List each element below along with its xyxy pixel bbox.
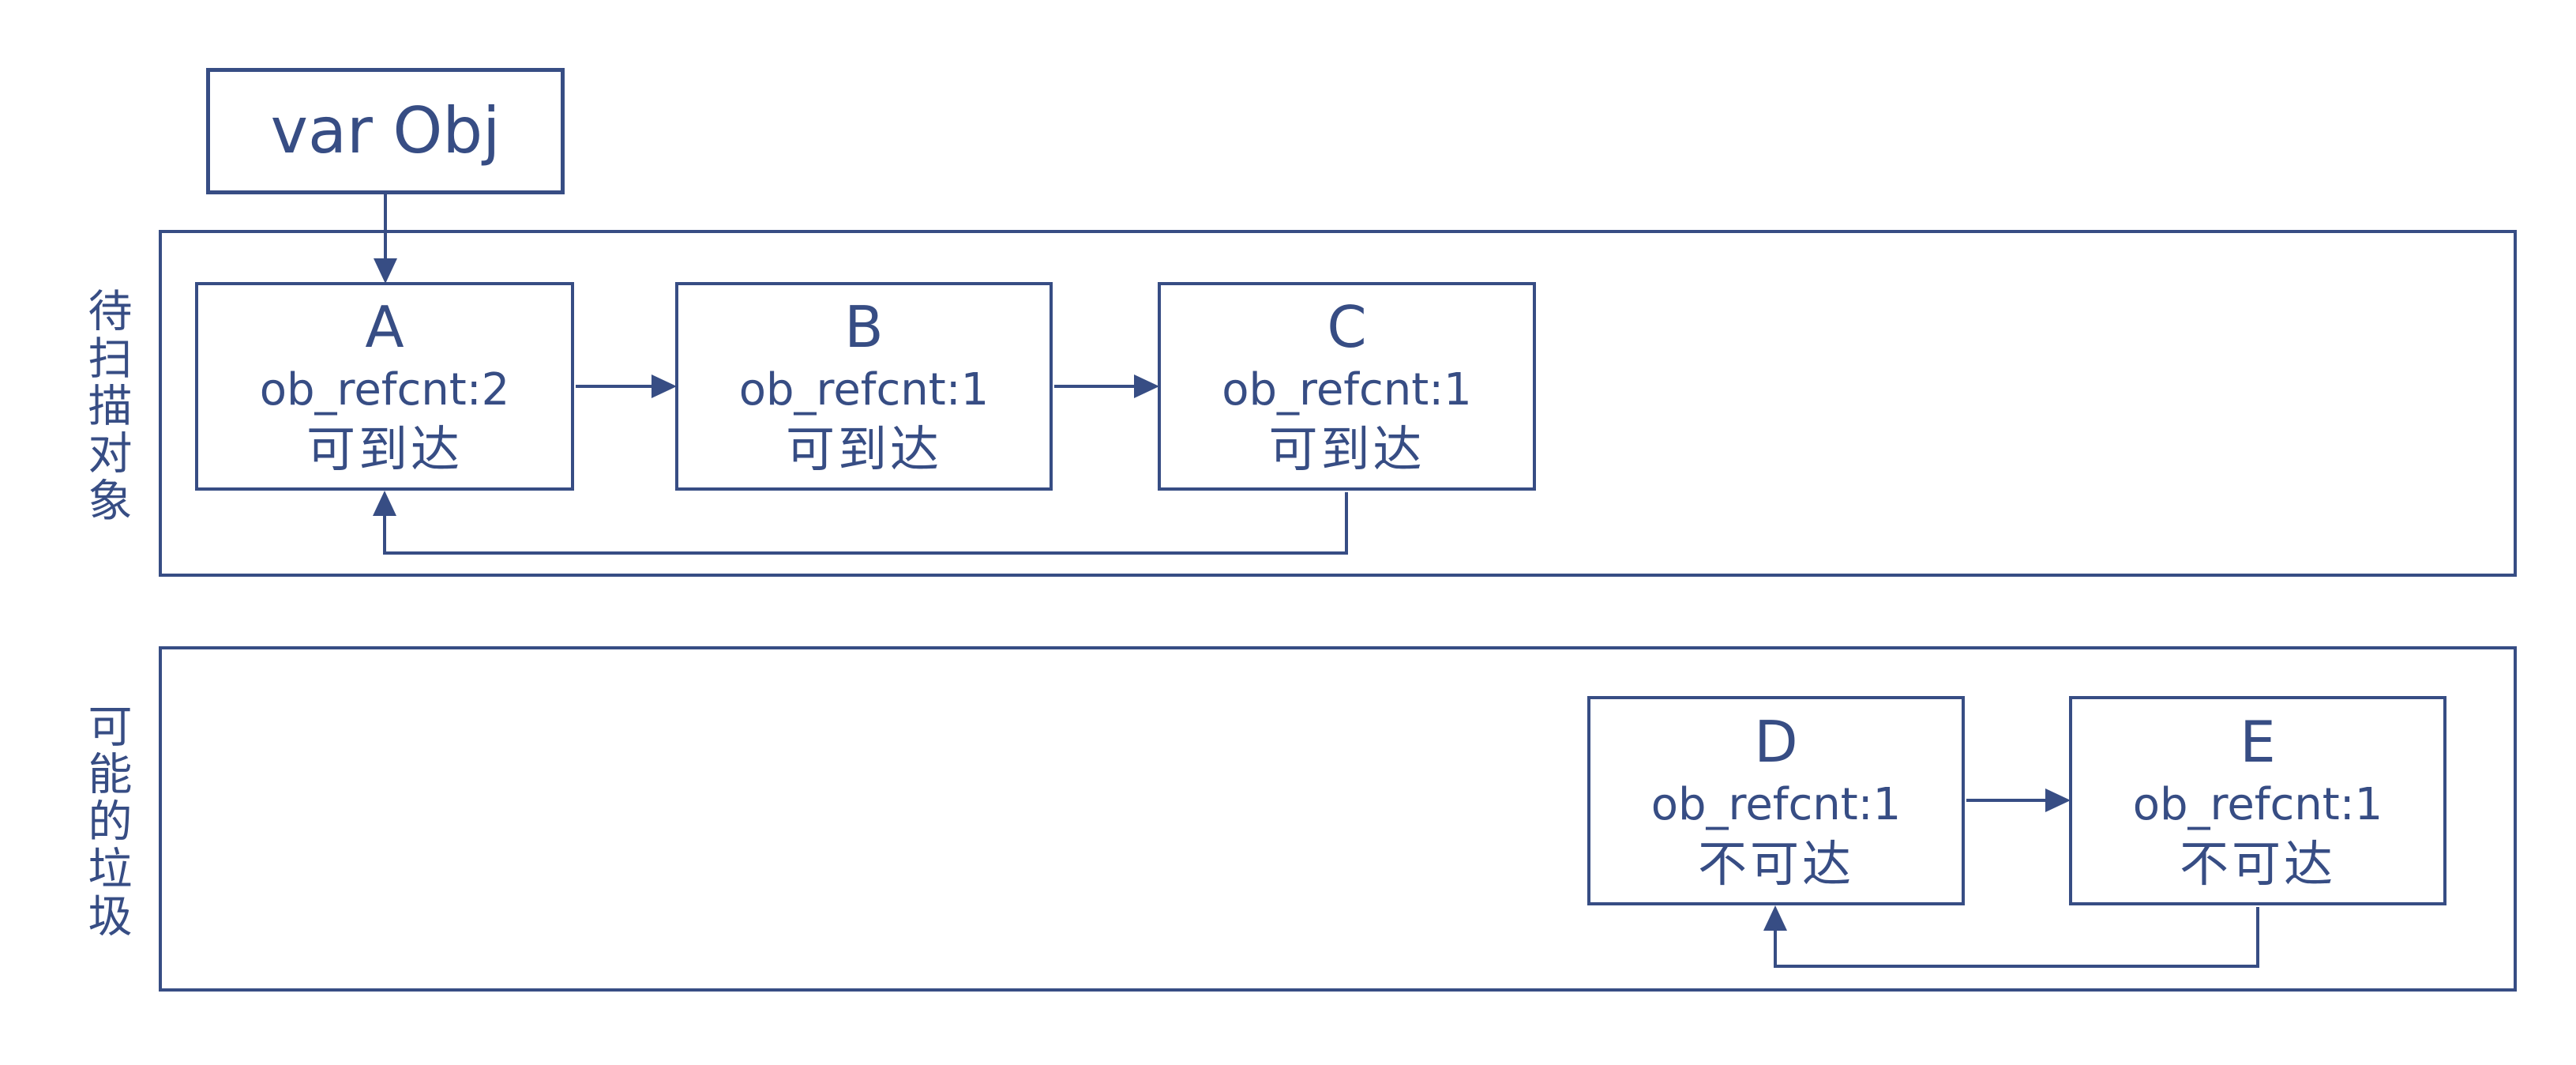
node-d-status: 不可达 bbox=[1697, 834, 1854, 893]
node-c: C ob_refcnt:1 可到达 bbox=[1158, 282, 1536, 491]
node-e: E ob_refcnt:1 不可达 bbox=[2069, 696, 2446, 905]
node-a-title: A bbox=[365, 294, 404, 360]
node-e-refcount: ob_refcnt:1 bbox=[2132, 778, 2383, 830]
node-b-title: B bbox=[844, 294, 884, 360]
node-a-refcount: ob_refcnt:2 bbox=[259, 364, 510, 416]
node-b-status: 可到达 bbox=[785, 420, 942, 478]
node-d: D ob_refcnt:1 不可达 bbox=[1587, 696, 1965, 905]
possible-garbage-label: 可能的垃圾 bbox=[81, 703, 132, 940]
node-c-status: 可到达 bbox=[1268, 420, 1425, 478]
node-d-title: D bbox=[1754, 708, 1798, 775]
node-b: B ob_refcnt:1 可到达 bbox=[675, 282, 1053, 491]
node-e-title: E bbox=[2240, 708, 2276, 775]
scan-objects-container bbox=[159, 230, 2517, 577]
node-c-title: C bbox=[1327, 294, 1367, 360]
node-a-status: 可到达 bbox=[306, 420, 463, 478]
node-var-obj: var Obj bbox=[206, 68, 565, 194]
node-a: A ob_refcnt:2 可到达 bbox=[195, 282, 574, 491]
node-d-refcount: ob_refcnt:1 bbox=[1650, 778, 1902, 830]
possible-garbage-container bbox=[159, 646, 2517, 992]
node-b-refcount: ob_refcnt:1 bbox=[738, 364, 989, 416]
var-obj-label: var Obj bbox=[270, 94, 501, 167]
node-e-status: 不可达 bbox=[2179, 834, 2336, 893]
scan-objects-label: 待扫描对象 bbox=[81, 288, 132, 525]
node-c-refcount: ob_refcnt:1 bbox=[1222, 364, 1472, 416]
